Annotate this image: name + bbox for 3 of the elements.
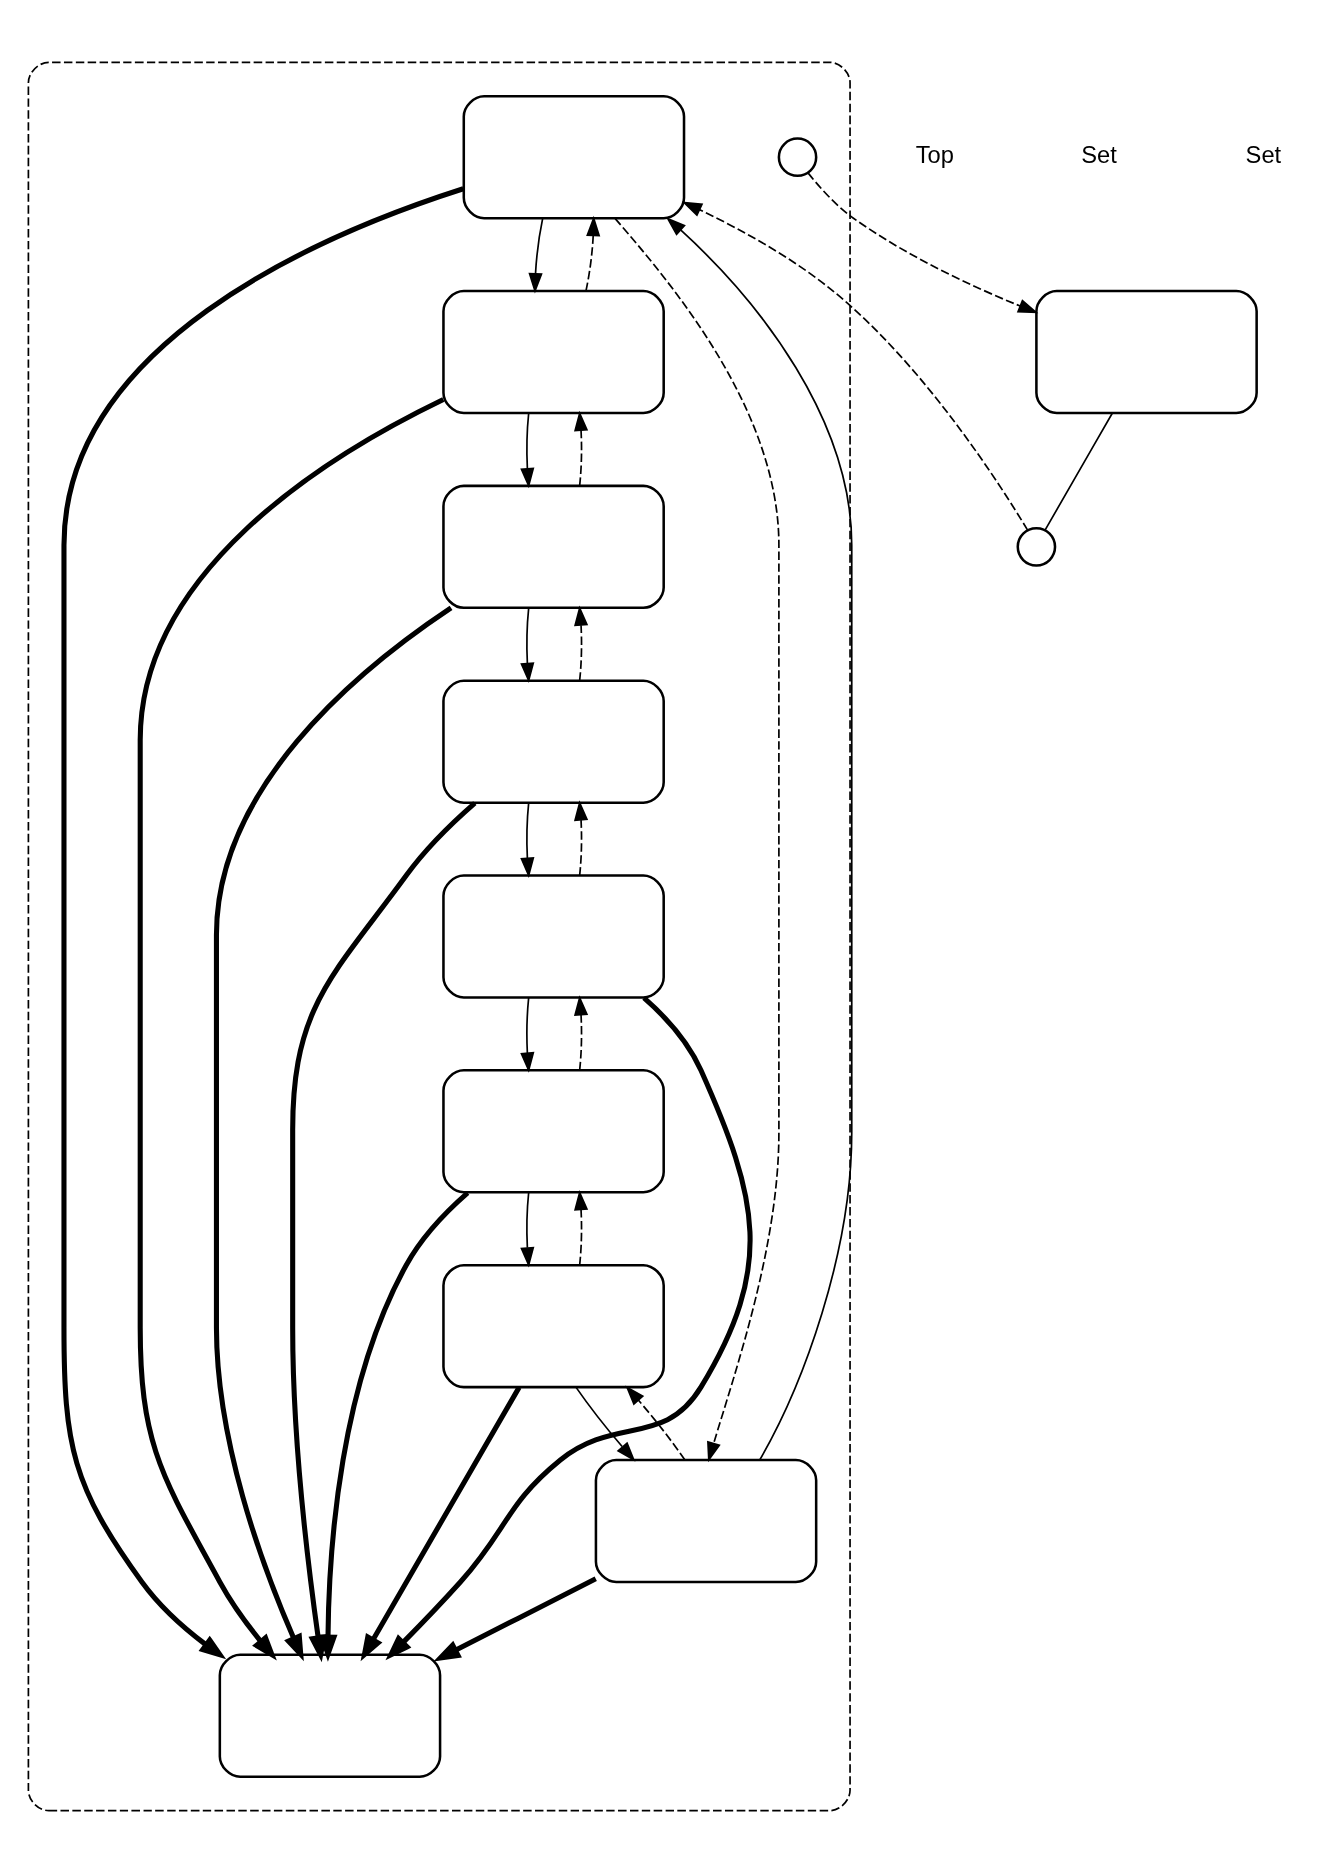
label: Top xyxy=(915,141,954,168)
label: Set xyxy=(1081,141,1117,168)
label: Set xyxy=(1245,141,1282,168)
